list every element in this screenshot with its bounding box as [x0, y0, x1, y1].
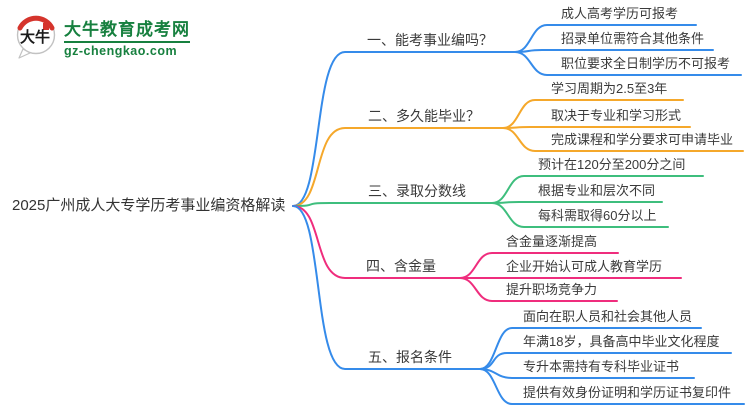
- child-label: 企业开始认可成人教育学历: [506, 259, 663, 274]
- branch-label-2: 二、多久能毕业？: [368, 108, 480, 124]
- child-label: 年满18岁，具备高中毕业文化程度: [523, 334, 720, 349]
- branch-label-5: 五、报名条件: [368, 349, 452, 365]
- branch-label-3: 三、录取分数线: [368, 183, 466, 199]
- logo-title: 大牛教育成考网: [64, 19, 190, 39]
- logo-icon-text: 大牛: [20, 28, 50, 46]
- site-logo: 大牛 大牛教育成考网 gz-chengkao.com: [14, 12, 190, 65]
- child-label: 根据专业和层次不同: [538, 183, 656, 198]
- child-line: [502, 127, 744, 152]
- child-label: 招录单位需符合其他条件: [561, 31, 705, 46]
- logo-divider: [64, 40, 190, 43]
- branch-label-1: 一、能考事业编吗？: [367, 32, 493, 48]
- branch-line: [292, 202, 493, 207]
- child-line: [491, 201, 663, 204]
- logo-domain: gz-chengkao.com: [64, 43, 178, 58]
- child-line: [514, 49, 714, 53]
- branch-line: [292, 205, 461, 279]
- child-line: [491, 202, 669, 228]
- child-label: 职位要求全日制学历不可报考: [561, 56, 731, 71]
- child-label: 提供有效身份证明和学历证书复印件: [523, 385, 732, 400]
- child-label: 提升职场竞争力: [506, 282, 598, 297]
- child-label: 面向在职人员和社会其他人员: [523, 309, 693, 324]
- child-label: 学习周期为2.5至3年: [551, 81, 668, 96]
- child-label: 专升本需持有专科毕业证书: [523, 359, 680, 374]
- branch-line: [292, 205, 481, 370]
- child-label: 含金量逐渐提高: [506, 234, 598, 249]
- branch-label-4: 四、含金量: [366, 258, 436, 274]
- child-line: [502, 126, 691, 129]
- child-line: [479, 368, 745, 405]
- child-label: 取决于专业和学习形式: [551, 108, 682, 123]
- main-topic: 2025广州成人大专学历考事业编资格解读: [12, 197, 286, 214]
- child-line: [514, 51, 742, 76]
- child-label: 每科需取得60分以上: [538, 208, 657, 223]
- branch-line: [292, 51, 516, 207]
- child-line: [459, 277, 618, 302]
- logo-bull-icon: 大牛: [14, 12, 59, 65]
- branch-line: [292, 127, 504, 207]
- child-label: 完成课程和学分要求可申请毕业: [551, 132, 734, 147]
- child-label: 预计在120分至200分之间: [538, 157, 686, 172]
- child-label: 成人高考学历可报考: [561, 6, 679, 21]
